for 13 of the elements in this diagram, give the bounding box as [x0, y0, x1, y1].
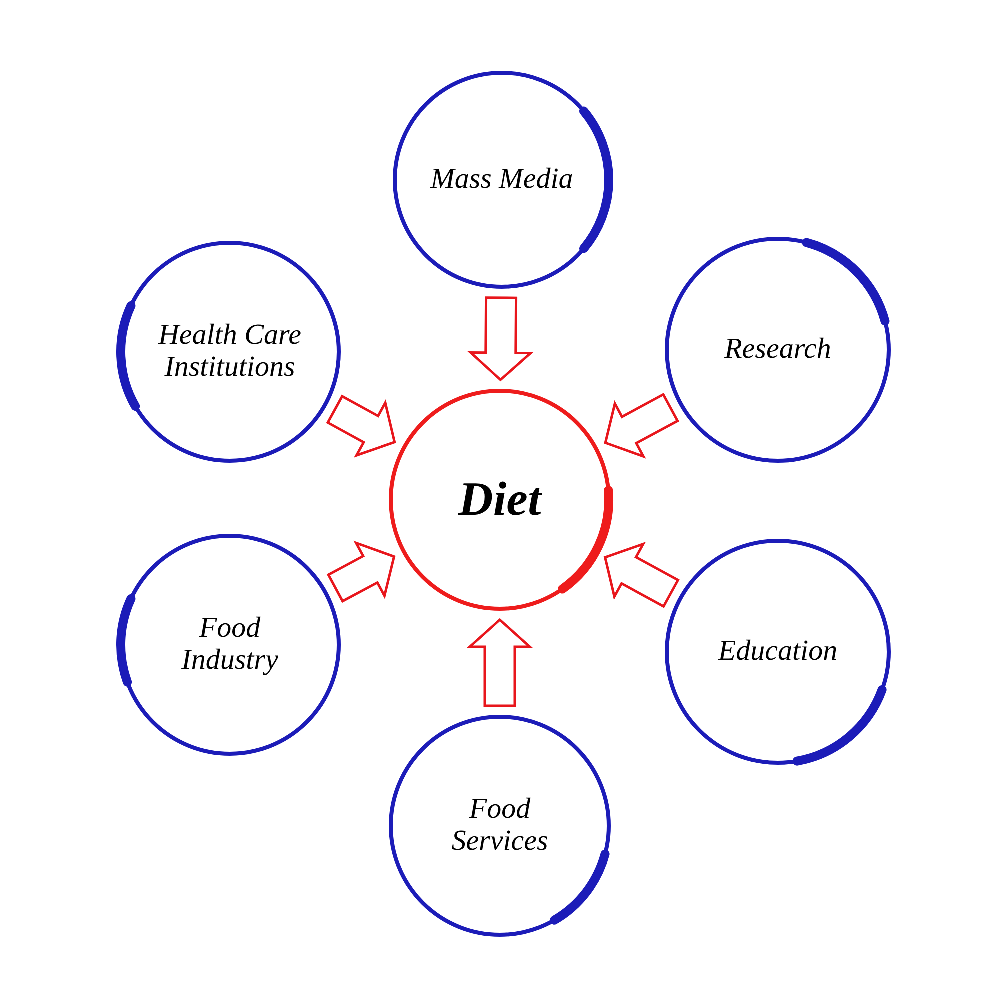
block-arrow	[468, 296, 534, 382]
node-label: Health Care Institutions	[157, 320, 303, 384]
node-label: Education	[718, 636, 838, 668]
block-arrow	[326, 540, 396, 604]
block-arrow	[604, 542, 680, 608]
node-label: Mass Media	[430, 164, 574, 196]
node-label: Research	[724, 334, 832, 366]
node-label: Food Services	[450, 794, 550, 858]
block-arrow	[604, 393, 680, 459]
block-arrow	[466, 618, 534, 708]
node-label: Diet	[458, 474, 542, 526]
block-arrow	[326, 394, 396, 458]
node-label: Food Industry	[180, 613, 280, 677]
